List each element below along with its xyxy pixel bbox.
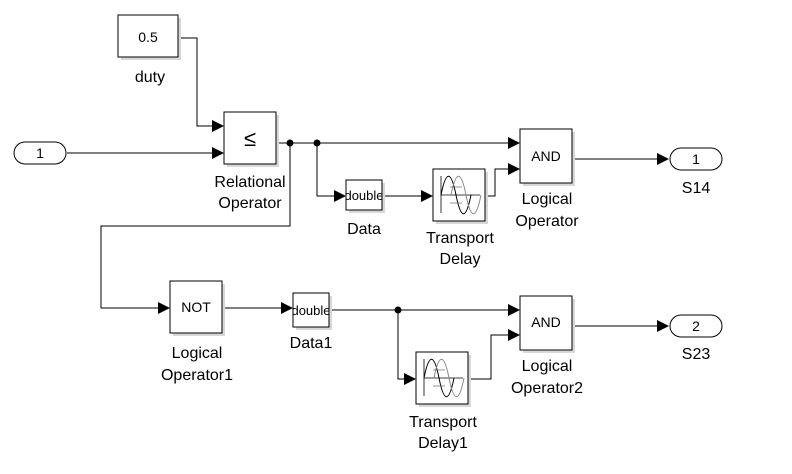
block-label-line1: Logical [172, 345, 223, 362]
outport-block-s23[interactable]: 2 S23 [669, 314, 723, 363]
wire-delay-to-and[interactable] [487, 168, 510, 197]
logical-operator-and-block[interactable]: AND Logical Operator [515, 128, 579, 230]
block-label-line2: Operator [218, 195, 282, 212]
branch-point [394, 306, 402, 314]
constant-value: 0.5 [138, 29, 158, 45]
arrowhead [508, 304, 520, 316]
arrowhead [212, 147, 224, 159]
outport-number: 2 [692, 318, 700, 334]
wire-branch-to-data[interactable] [316, 143, 336, 197]
data-type-conversion-block[interactable]: double Data [344, 179, 385, 238]
logical-operator-not-block[interactable]: NOT Logical Operator1 [161, 280, 233, 384]
logic-op-text: AND [531, 148, 561, 164]
wire-branch-to-not[interactable] [100, 143, 291, 309]
wire-branch-to-delay1[interactable] [397, 310, 406, 380]
arrowhead [657, 153, 669, 165]
block-label-duty: duty [135, 69, 165, 86]
branch-point [313, 139, 321, 147]
relational-symbol: ≤ [244, 126, 256, 151]
arrowhead [334, 190, 346, 202]
data-type-text: double [344, 188, 383, 203]
wire-duty-to-relational[interactable] [179, 37, 214, 127]
logic-op-text: NOT [181, 299, 211, 315]
block-label-line2: Delay [440, 251, 481, 268]
arrowhead [212, 120, 224, 132]
block-label-line1: Logical [522, 191, 573, 208]
branch-point [286, 139, 294, 147]
relational-operator-block[interactable]: ≤ Relational Operator [214, 111, 286, 212]
arrowhead [508, 163, 520, 175]
block-label-line2: Delay1 [418, 435, 468, 452]
block-label-line1: Logical [522, 358, 573, 375]
block-label-data1: Data1 [290, 335, 333, 352]
outport-block-s14[interactable]: 1 S14 [669, 147, 723, 197]
block-label-line2: Operator1 [161, 367, 233, 384]
arrowhead [158, 302, 170, 314]
arrowhead [404, 373, 416, 385]
inport-number: 1 [36, 145, 44, 161]
data-type-text: double [291, 303, 330, 318]
block-label-line2: Operator [515, 213, 579, 230]
arrowhead [657, 320, 669, 332]
logical-operator-and-block-2[interactable]: AND Logical Operator2 [511, 295, 583, 397]
transport-delay-block[interactable]: Transport Delay [426, 168, 494, 268]
block-label-s23: S23 [682, 346, 711, 363]
transport-delay-block-1[interactable]: Transport Delay1 [409, 351, 477, 452]
logic-op-text: AND [531, 314, 561, 330]
block-label-line1: Transport [426, 230, 494, 247]
transport-delay-icon [423, 358, 465, 398]
inport-block-1[interactable]: 1 [13, 141, 67, 165]
data-type-conversion-block-1[interactable]: double Data1 [290, 292, 333, 352]
block-label-line1: Transport [409, 414, 477, 431]
arrowhead [281, 302, 293, 314]
arrowhead [508, 329, 520, 341]
wire-delay1-to-and2[interactable] [470, 334, 510, 380]
block-label-data: Data [347, 221, 381, 238]
block-label-s14: S14 [682, 180, 711, 197]
arrowhead [508, 137, 520, 149]
constant-block-duty[interactable]: 0.5 duty [117, 14, 181, 86]
arrowhead [421, 190, 433, 202]
transport-delay-icon [440, 175, 482, 215]
signal-lines [67, 37, 669, 385]
block-label-line2: Operator2 [511, 380, 583, 397]
outport-number: 1 [692, 151, 700, 167]
block-label-line1: Relational [214, 174, 285, 191]
